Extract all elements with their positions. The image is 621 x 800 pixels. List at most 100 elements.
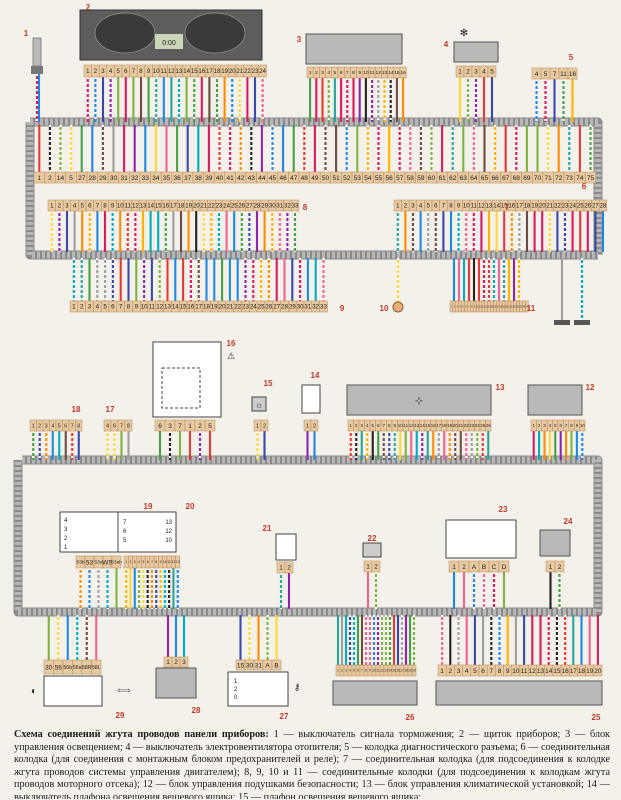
pin-label: 9 [474, 306, 476, 308]
pin-label: 16 [431, 423, 436, 428]
pin-label: 8 [139, 68, 143, 75]
pin-label: 13 [537, 668, 545, 675]
pin-label: 17 [206, 68, 213, 75]
pin-label: 15 [392, 669, 396, 673]
key-icon: ⚷ [294, 682, 301, 692]
pin-label: 16 [198, 68, 205, 75]
component-number: 15 [264, 379, 273, 388]
pin-label: 50 [322, 175, 330, 182]
pin-label: 28 [254, 203, 261, 210]
component-number: 19 [144, 502, 153, 511]
pin-label: 20 [594, 668, 602, 675]
pin-label: 6 [357, 669, 359, 673]
pin-label: 3 [101, 68, 105, 75]
pin-label: 73 [566, 175, 574, 182]
pin-label: 2 [38, 423, 41, 429]
speedometer-dial [94, 12, 156, 54]
relay-16-body [152, 341, 222, 418]
pin-label: 1 [306, 423, 309, 429]
connector-pin [525, 300, 529, 313]
pin-label: 5 [427, 203, 431, 210]
pin-label: 7 [120, 423, 123, 429]
pin-label: 7 [96, 203, 100, 210]
pin-label: 11 [471, 203, 478, 210]
pin-label: 24 [259, 68, 266, 75]
component-21-body [275, 533, 297, 561]
pin-label: 69 [523, 175, 531, 182]
component-24-body [539, 529, 571, 557]
component-number: 3 [297, 35, 302, 44]
pin-label: 27 [78, 175, 86, 182]
pin-label: 2 [558, 564, 562, 571]
pin-label: 1 [86, 68, 90, 75]
pin-label: 14 [488, 306, 491, 308]
pin-label: 15 [491, 306, 494, 308]
pin-label: 29 [99, 175, 107, 182]
pin-label: 30 [45, 664, 53, 671]
pin-label: 2 [174, 659, 178, 666]
pin-label: 1 [125, 560, 127, 564]
pin-label: 5 [142, 560, 144, 564]
brake-switch-base [31, 66, 43, 74]
pin-label: 17 [400, 669, 404, 673]
pin-label: 4 [460, 306, 462, 308]
pin-label: 16 [494, 306, 497, 308]
switch-terminal: 13 [165, 520, 172, 526]
pin-label: 2 [80, 304, 84, 311]
pin-label: 16 [187, 304, 194, 311]
pin-label: 10 [372, 669, 376, 673]
pin-label: 2 [341, 669, 343, 673]
pin-label: 2 [462, 564, 466, 571]
pin-label: 23 [242, 304, 249, 311]
pin-label: 53 [86, 559, 94, 566]
pin-label: 71 [544, 175, 552, 182]
pin-label: A [472, 564, 477, 571]
pin-label: 7 [346, 70, 349, 76]
pin-label: 15 [191, 68, 198, 75]
pin-label: 23 [469, 423, 474, 428]
pin-label: 19 [408, 669, 412, 673]
brake-switch-body [32, 37, 42, 67]
pin-label: 6 [88, 203, 92, 210]
fan-switch-body [453, 41, 499, 63]
connector-pin [310, 419, 319, 432]
pin-label: 12 [478, 203, 485, 210]
pin-label: 14 [147, 203, 154, 210]
pin-label: 15 [155, 203, 162, 210]
pin-label: 18 [178, 203, 185, 210]
pin-label: 2 [466, 69, 470, 76]
pin-label: 13 [382, 70, 388, 76]
pin-label: 14 [57, 175, 65, 182]
pin-label: 1 [532, 423, 535, 428]
pin-label: 15 [553, 668, 561, 675]
pin-label: 30 [297, 304, 304, 311]
connector-pin [271, 659, 282, 671]
pin-label: 5 [81, 203, 85, 210]
pin-label: 12 [529, 668, 537, 675]
pin-label: 3 [457, 306, 459, 308]
pin-label: 17 [570, 668, 578, 675]
switch-terminal: 1 [234, 679, 238, 685]
pin-label: 3 [321, 70, 324, 76]
pin-label: 45 [269, 175, 277, 182]
pin-label: 6 [377, 423, 380, 428]
pin-label: 3 [168, 423, 172, 430]
pin-label: 47 [290, 175, 298, 182]
pin-label: 3 [182, 659, 186, 666]
pin-label: 5 [69, 175, 73, 182]
pin-label: 26 [523, 306, 526, 308]
pin-label: 61 [438, 175, 446, 182]
glovebox-lamp-body [251, 396, 267, 412]
connector-pin [175, 555, 181, 569]
pin-label: 6 [111, 304, 115, 311]
pin-label: 24 [475, 423, 480, 428]
connector-pin [487, 65, 497, 78]
pin-label: 13 [164, 304, 171, 311]
pin-label: 10 [463, 203, 470, 210]
pin-label: 19 [211, 304, 218, 311]
pin-label: 17 [195, 304, 202, 311]
